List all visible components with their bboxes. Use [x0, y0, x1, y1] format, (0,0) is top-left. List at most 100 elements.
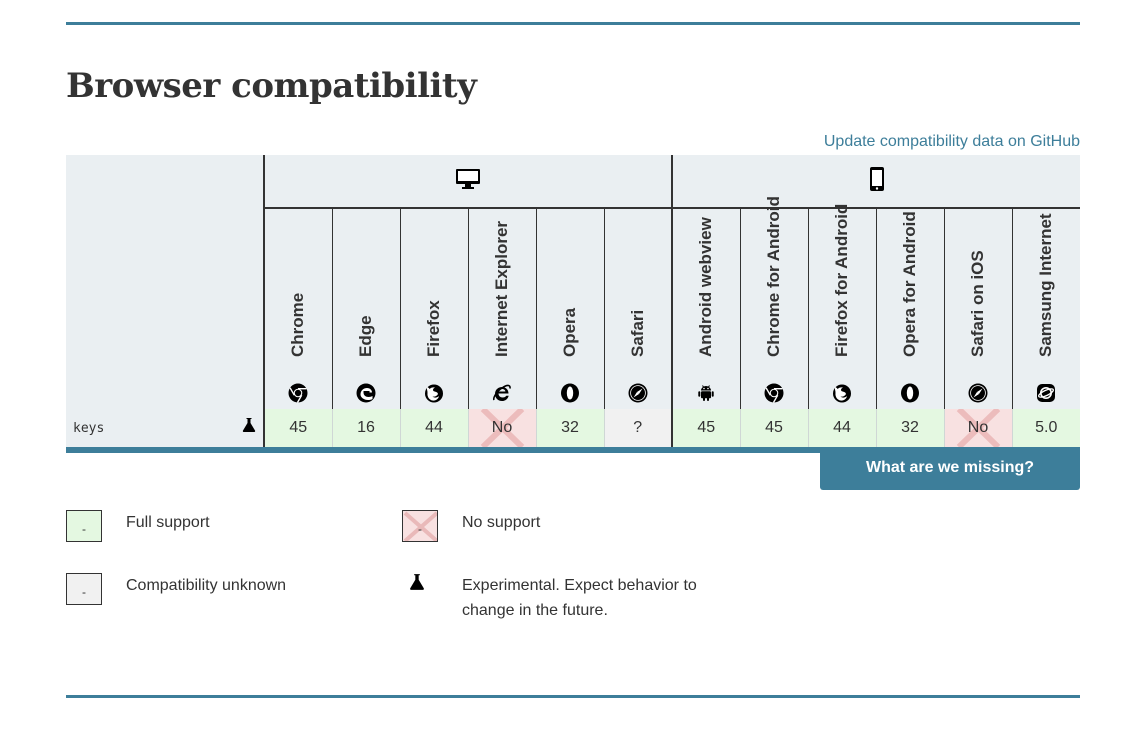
browser-header-samsung-internet: Samsung Internet	[1011, 208, 1081, 409]
firefox-icon	[832, 383, 852, 403]
browser-header-inner: Android webview	[673, 209, 740, 409]
support-cell-full[interactable]: 45	[671, 409, 740, 453]
legend-none-mark: -	[418, 522, 422, 536]
support-cell-full[interactable]: 16	[331, 409, 400, 453]
browser-name: Opera	[560, 307, 579, 357]
support-cell-full[interactable]: 44	[807, 409, 876, 453]
browser-header-inner: Internet Explorer	[469, 209, 536, 409]
update-on-github-link[interactable]: Update compatibility data on GitHub	[823, 133, 1080, 150]
feature-cell: keys	[66, 409, 265, 453]
browser-header-inner: Edge	[333, 209, 400, 409]
support-cell-full[interactable]: 44	[399, 409, 468, 453]
platform-desktop	[264, 155, 673, 209]
legend-full-label: Full support	[126, 514, 210, 531]
browser-header-inner: Safari on iOS	[945, 209, 1012, 409]
browser-header-inner: Chrome for Android	[741, 196, 808, 409]
legend-unknown-label: Compatibility unknown	[126, 577, 287, 594]
table-corner	[66, 155, 265, 409]
browser-name: Firefox for Android	[832, 203, 851, 357]
support-cell-none[interactable]: No	[943, 409, 1012, 453]
support-value: No	[967, 419, 989, 436]
legend-none-label: No support	[462, 514, 541, 531]
chrome-icon	[288, 383, 308, 403]
browser-header-inner: Opera	[537, 209, 604, 409]
support-value: 44	[833, 419, 851, 436]
browser-header-firefox-for-android: Firefox for Android	[807, 204, 876, 409]
browser-name: Firefox	[424, 300, 443, 357]
browser-header-inner: Firefox for Android	[809, 204, 876, 409]
browser-name: Safari on iOS	[968, 250, 987, 357]
android-icon	[696, 383, 716, 403]
browser-header-chrome: Chrome	[264, 208, 332, 409]
browser-header-opera-for-android: Opera for Android	[875, 208, 944, 409]
support-value: ?	[633, 419, 643, 436]
samsung-icon	[1036, 383, 1056, 403]
section-heading: Browser compatibility	[66, 66, 477, 106]
bottom-divider	[66, 695, 1080, 698]
browser-header-inner: Opera for Android	[877, 209, 944, 409]
browser-header-internet-explorer: Internet Explorer	[467, 208, 536, 409]
feature-name[interactable]: keys	[73, 421, 105, 436]
what-are-we-missing-button[interactable]: What are we missing?	[820, 447, 1080, 490]
flask-icon	[242, 418, 256, 432]
browser-name: Chrome for Android	[764, 196, 783, 357]
browser-header-chrome-for-android: Chrome for Android	[739, 196, 808, 409]
support-value: 16	[357, 419, 375, 436]
browser-header-inner: Safari	[605, 209, 672, 409]
support-value: 32	[561, 419, 579, 436]
browser-header-inner: Chrome	[265, 209, 332, 409]
browser-name: Safari	[627, 309, 647, 357]
top-divider	[66, 22, 1080, 25]
browser-name: Internet Explorer	[492, 220, 511, 357]
safari-icon	[628, 383, 648, 403]
browser-name: Chrome	[288, 292, 308, 357]
support-value: 45	[289, 419, 308, 436]
browser-name: Opera for Android	[900, 211, 919, 357]
opera-icon	[560, 383, 580, 403]
opera-icon	[900, 383, 920, 403]
browser-header-firefox: Firefox	[399, 208, 468, 409]
support-cell-full[interactable]: 5.0	[1011, 409, 1080, 453]
legend-experimental-label: Experimental. Expect behavior to change …	[462, 577, 697, 619]
browser-header-inner: Firefox	[401, 209, 468, 409]
browser-header-edge: Edge	[331, 208, 400, 409]
mobile-icon	[869, 166, 884, 191]
browser-name: Samsung Internet	[1036, 213, 1056, 357]
platform-mobile	[672, 155, 1080, 209]
browser-header-opera: Opera	[535, 208, 604, 409]
support-cell-full[interactable]: 45	[263, 409, 332, 453]
browser-name: Edge	[356, 315, 375, 357]
support-cell-full[interactable]: 32	[875, 409, 944, 453]
safari-icon	[968, 383, 988, 403]
support-cell-full[interactable]: 32	[535, 409, 604, 453]
x-mark-icon	[956, 409, 1000, 444]
support-cell-unknown[interactable]: ?	[603, 409, 672, 453]
legend-unknown-swatch: -	[66, 573, 102, 605]
x-mark-icon	[403, 511, 437, 541]
support-value: 44	[425, 419, 443, 436]
legend-none-swatch: -	[402, 510, 438, 542]
legend-flask-icon	[410, 574, 424, 590]
legend-full-mark: -	[82, 522, 86, 536]
edge-icon	[356, 383, 376, 403]
browser-header-safari-on-ios: Safari on iOS	[943, 208, 1012, 409]
legend-unknown-mark: -	[82, 585, 86, 599]
support-value: 45	[697, 419, 716, 436]
support-cell-none[interactable]: No	[467, 409, 536, 453]
browser-header-inner: Samsung Internet	[1013, 209, 1081, 409]
support-value: No	[491, 419, 513, 436]
legend-full-swatch: -	[66, 510, 102, 542]
support-value: 45	[765, 419, 783, 436]
firefox-icon	[424, 383, 444, 403]
desktop-icon	[456, 168, 480, 189]
support-cell-full[interactable]: 45	[739, 409, 808, 453]
support-value: 5.0	[1035, 419, 1058, 436]
chrome-icon	[764, 383, 784, 403]
browser-header-android-webview: Android webview	[671, 208, 740, 409]
x-mark-icon	[480, 409, 524, 444]
browser-name: Android webview	[696, 217, 716, 357]
browser-header-safari: Safari	[603, 208, 672, 409]
support-value: 32	[901, 419, 919, 436]
ie-icon	[492, 383, 512, 403]
